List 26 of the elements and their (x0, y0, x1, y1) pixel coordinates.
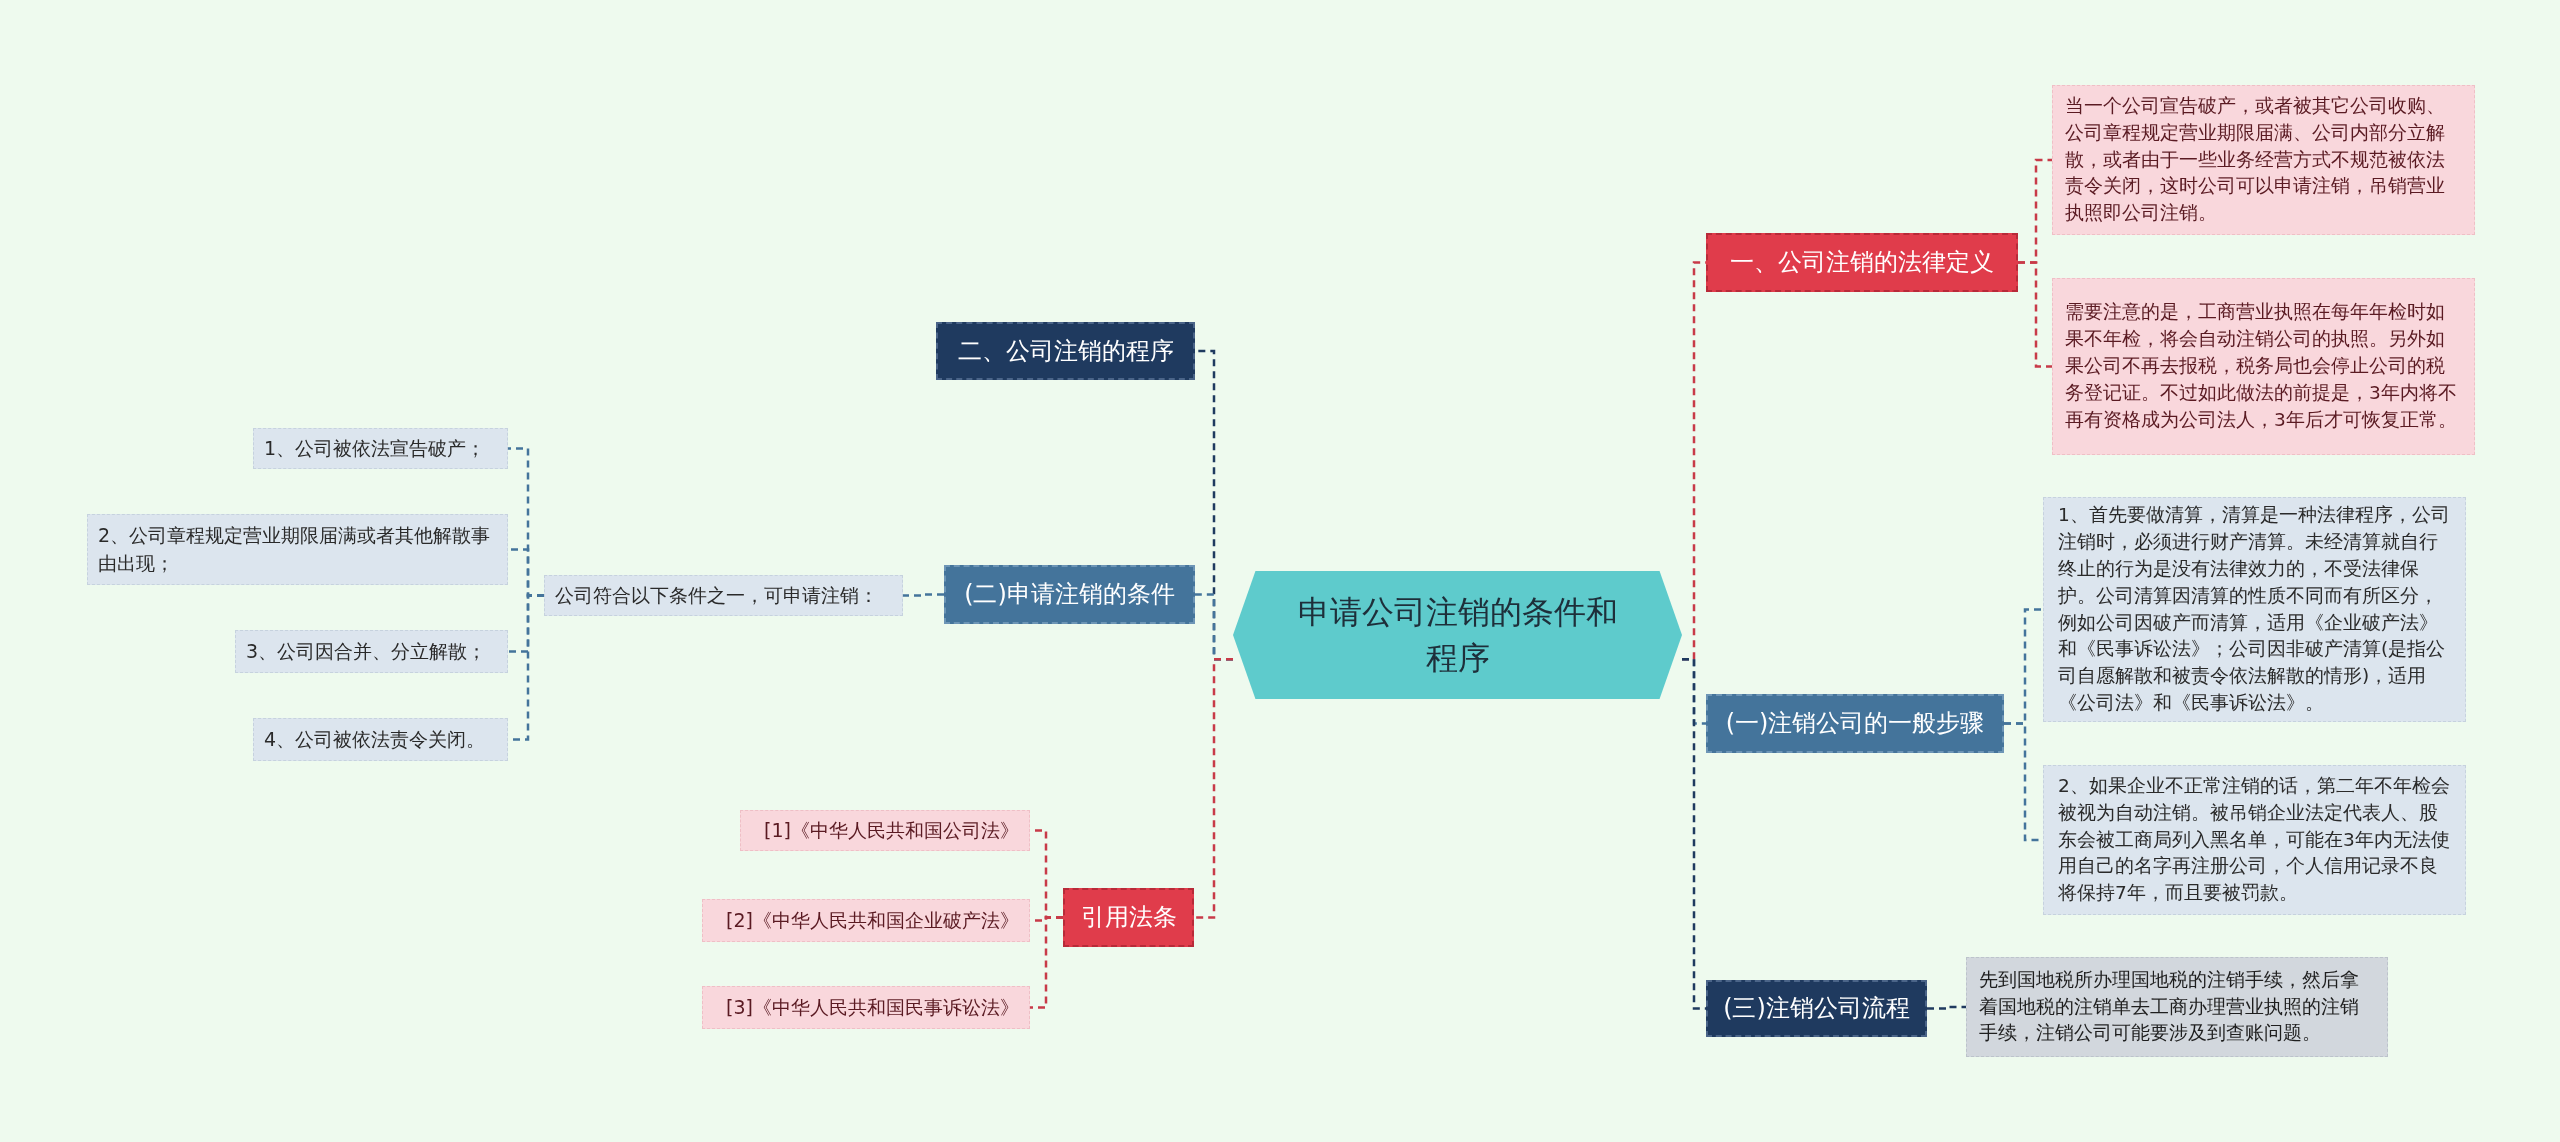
note-box: 3、公司因合并、分立解散； (235, 630, 508, 673)
topic-box: 二、公司注销的程序 (936, 322, 1195, 380)
note-box: [3]《中华人民共和国民事诉讼法》 (702, 986, 1030, 1029)
note-box: 4、公司被依法责令关闭。 (253, 718, 508, 761)
note-box: 公司符合以下条件之一，可申请注销： (544, 575, 903, 616)
note-box: 先到国地税所办理国地税的注销手续，然后拿着国地税的注销单去工商办理营业执照的注销手续，注销公司可能要涉及到查账问题。 (1966, 957, 2388, 1057)
topic-box: 引用法条 (1063, 888, 1194, 947)
note-box: 当一个公司宣告破产，或者被其它公司收购、公司章程规定营业期限届满、公司内部分立解散，或者由于一些业务经营方式不规范被依法责令关闭，这时公司可以申请注销，吊销营业执照即公司注销。 (2052, 85, 2475, 235)
central-topic: 申请公司注销的条件和程序 (1233, 571, 1682, 699)
note-box: [2]《中华人民共和国企业破产法》 (702, 899, 1030, 942)
topic-box: 一、公司注销的法律定义 (1706, 233, 2018, 292)
topic-box: (二)申请注销的条件 (944, 565, 1195, 624)
connector-line (1030, 916, 1063, 1009)
topic-box: (三)注销公司流程 (1706, 980, 1927, 1037)
note-box: 2、公司章程规定营业期限届满或者其他解散事由出现； (87, 514, 508, 585)
note-box: 1、公司被依法宣告破产； (253, 428, 508, 469)
connector-line (903, 593, 944, 597)
connector-line (2018, 261, 2052, 368)
topic-box: (一)注销公司的一般步骤 (1706, 694, 2004, 753)
connector-line (1194, 658, 1233, 919)
connector-line (1927, 1005, 1966, 1010)
note-box: [1]《中华人民共和国公司法》 (740, 810, 1030, 851)
note-box: 2、如果企业不正常注销的话，第二年不年检会被视为自动注销。被吊销企业法定代表人、股东会被工商局列入黑名单，可能在3年内无法使用自己的名字再注册公司，个人信用记录不良将保持7年，而且要被罚款。 (2043, 765, 2466, 915)
note-box: 需要注意的是，工商营业执照在每年年检时如果不年检，将会自动注销公司的执照。另外如果公司不再去报税，税务局也会停止公司的税务登记证。不过如此做法的前提是，3年内将不再有资格成为公司法人，3年后才可恢复正常。 (2052, 278, 2475, 455)
note-box: 1、首先要做清算，清算是一种法律程序，公司注销时，必须进行财产清算。未经清算就自行终止的行为是没有法律效力的，不受法律保护。公司清算因清算的性质不同而有所区分，例如公司因破产而清算，适用《企业破产法》和《民事诉讼法》；公司因非破产清算(是指公司自愿解散和被责令依法解散的情形)，适用《公司法》和《民事诉讼法》。 (2043, 497, 2466, 722)
connector-line (1682, 658, 1706, 1010)
